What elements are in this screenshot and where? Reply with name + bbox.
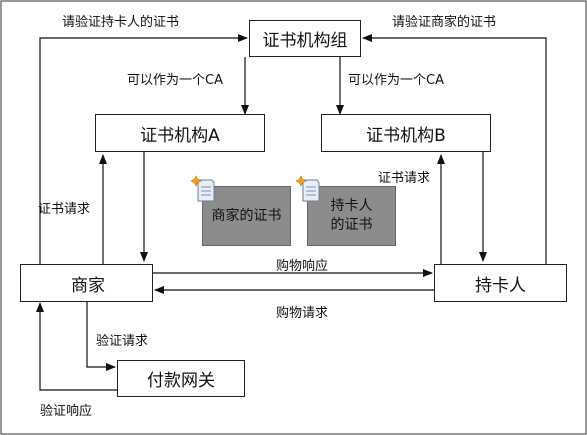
edge-verify-request (86, 301, 116, 371)
cardholder-certificate-line1: 持卡人 (330, 198, 373, 214)
edge-verify-merchant-cert (362, 34, 547, 264)
label-purchase-request: 购物请求 (276, 306, 329, 321)
edge-verify-response (36, 302, 117, 391)
edge-verify-cardholder-cert (39, 34, 248, 264)
label-verify-response: 验证响应 (40, 404, 93, 419)
certificate-document-icon (190, 175, 215, 202)
merchant-node: 商家 (20, 264, 153, 302)
label-as-ca-left: 可以作为一个CA (127, 73, 223, 88)
label-cert-request-right: 证书请求 (378, 171, 431, 186)
label-verify-merchant-cert: 请验证商家的证书 (392, 15, 497, 30)
cert-authority-group-node: 证书机构组 (249, 20, 361, 57)
merchant-certificate: 商家的证书 (202, 186, 291, 246)
certificate-document-icon (295, 175, 320, 202)
label-verify-request: 验证请求 (96, 334, 149, 349)
cardholder-node: 持卡人 (434, 264, 567, 302)
label-purchase-response: 购物响应 (276, 259, 329, 274)
cardholder-certificate: 持卡人 的证书 (307, 186, 396, 246)
cardholder-certificate-line2: 的证书 (330, 217, 373, 233)
payment-gateway-node: 付款网关 (117, 360, 245, 397)
label-cert-request-left: 证书请求 (38, 202, 91, 217)
cert-authority-a-node: 证书机构A (95, 114, 265, 152)
label-verify-cardholder-cert: 请验证持卡人的证书 (62, 15, 180, 30)
cert-authority-b-node: 证书机构B (321, 114, 491, 152)
label-as-ca-right: 可以作为一个CA (348, 73, 444, 88)
